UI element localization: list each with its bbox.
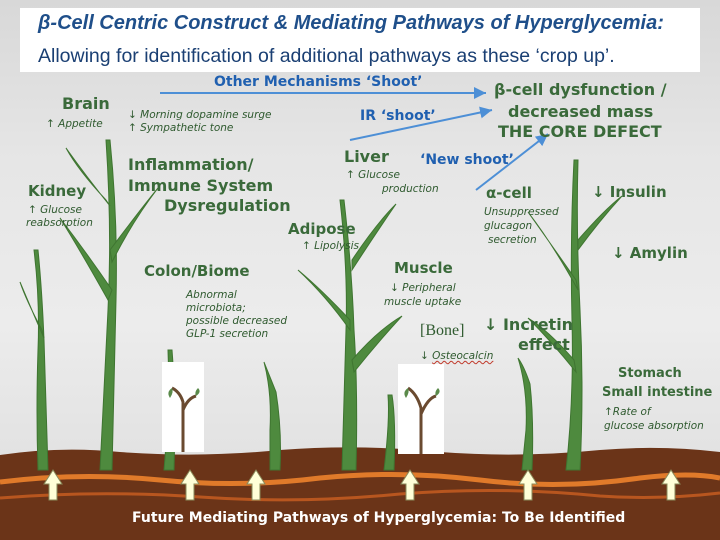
amylin-label: ↓ Amylin — [612, 244, 688, 262]
inflammation-line1: Inflammation/ — [128, 155, 254, 174]
stomach-line2: Small intestine — [602, 385, 713, 400]
slide-title: β-Cell Centric Construct & Mediating Pat… — [38, 12, 664, 34]
alpha-cell-note-2: glucagon — [484, 220, 533, 232]
kidney-label: Kidney — [28, 182, 87, 200]
insulin-label: ↓ Insulin — [592, 183, 667, 201]
core-defect-line3: THE CORE DEFECT — [498, 122, 662, 141]
adipose-label: Adipose — [288, 220, 356, 238]
plant-small-1 — [263, 361, 281, 471]
stomach-line1: Stomach — [618, 366, 682, 381]
seedling-photo — [162, 362, 204, 452]
incretin-line1: ↓ Incretin — [484, 315, 574, 334]
down-arrow-glyph: ↓ — [420, 350, 429, 362]
ir-shoot-label: IR ‘shoot’ — [360, 108, 436, 124]
brain-effect-2: ↑ Sympathetic tone — [128, 122, 234, 134]
other-mechanisms-label: Other Mechanisms ‘Shoot’ — [214, 74, 423, 90]
core-defect-line1: β-cell dysfunction / — [494, 80, 667, 99]
brain-label: Brain — [62, 94, 110, 113]
kidney-note-2: reabsorption — [26, 217, 93, 229]
muscle-note-1: ↓ Peripheral — [390, 282, 456, 294]
title-box — [20, 8, 700, 72]
colon-note-1: Abnormal — [186, 289, 237, 301]
colon-note-3: possible decreased — [186, 315, 288, 327]
liver-note-2: production — [382, 183, 439, 195]
liver-note-1: ↑ Glucose — [346, 169, 400, 181]
bone-label: [Bone] — [420, 322, 465, 339]
plant-brain — [99, 139, 117, 471]
plant-small-2 — [383, 394, 396, 471]
alpha-cell-label: α-cell — [486, 184, 532, 202]
adipose-note: ↑ Lipolysis — [302, 240, 359, 252]
new-shoot-arrow — [475, 133, 549, 191]
stomach-note-1: ↑Rate of — [604, 406, 651, 418]
new-shoot-label: ‘New shoot’ — [420, 152, 514, 168]
ir-shoot-arrow — [349, 106, 493, 141]
osteocalcin-word: Osteocalcin — [432, 350, 494, 362]
plant-incretin — [517, 357, 534, 471]
colon-note-4: GLP-1 secretion — [186, 328, 269, 340]
muscle-note-2: muscle uptake — [384, 296, 462, 308]
liver-label: Liver — [344, 147, 389, 166]
colon-label: Colon/Biome — [144, 262, 250, 280]
brain-note: ↑ Appetite — [46, 118, 103, 130]
slide-subtitle: Allowing for identification of additiona… — [38, 45, 615, 67]
footer-caption: Future Mediating Pathways of Hyperglycem… — [132, 510, 626, 526]
brain-effect-1: ↓ Morning dopamine surge — [128, 109, 272, 121]
stomach-note-2: glucose absorption — [604, 420, 704, 432]
plant-liver — [339, 199, 358, 471]
core-defect-line2: decreased mass — [508, 102, 654, 121]
kidney-note-1: ↑ Glucose — [28, 204, 82, 216]
inflammation-line3: Dysregulation — [164, 196, 291, 215]
colon-note-2: microbiota; — [186, 302, 246, 314]
plant-kidney — [33, 249, 49, 471]
alpha-cell-note-1: Unsuppressed — [484, 206, 559, 218]
root-arrows — [43, 469, 681, 501]
muscle-label: Muscle — [394, 259, 453, 277]
pathway-arrows — [160, 87, 549, 191]
incretin-line2: effect — [518, 335, 570, 354]
inflammation-line2: Immune System — [128, 176, 274, 195]
soil — [0, 447, 720, 540]
bone-note: ↓ Osteocalcin — [420, 350, 493, 362]
alpha-cell-note-3: secretion — [488, 234, 537, 246]
seedling-photo — [398, 364, 444, 454]
